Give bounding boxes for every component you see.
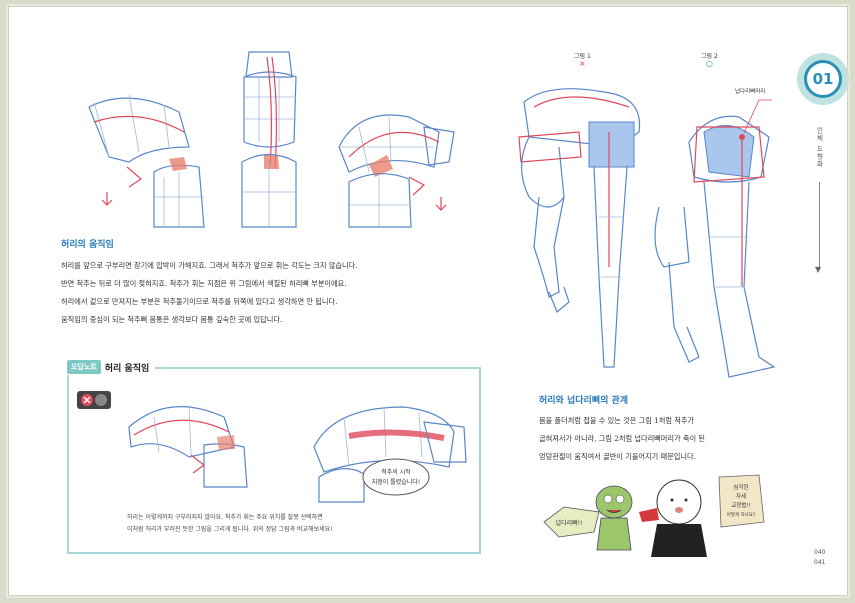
section-paragraph-waist: 허리를 앞으로 구부리면 장기에 압박이 가해지죠. 그래서 척추가 앞으로 휘… — [61, 257, 358, 329]
tip-speech-bubble: 척추의 시작 지점이 틀렸습니다! — [362, 458, 430, 496]
tip-title: 허리 움직임 — [104, 363, 150, 374]
down-arrow-icon: ▼ — [815, 265, 822, 274]
chapter-side-label: 인체 도형화 — [815, 127, 823, 168]
cartoon-bubble-line: 어떻게 하나요? — [727, 511, 756, 518]
paragraph-line: 움직임의 중심이 되는 척추뼈 몸통은 생각보다 몸통 깊숙한 곳에 있답니다. — [61, 315, 283, 324]
callout-arrow — [743, 99, 772, 134]
section-title-waist-movement: 허리의 움직임 — [61, 240, 114, 250]
bubble-line: 지점이 틀렸습니다! — [372, 478, 420, 486]
bubble-line: 척추의 시작 — [381, 468, 411, 476]
tip-paragraph: 허리는 이렇게까지 구부러지지 않아요. 척추가 휘는 주요 위치를 잘못 선택… — [127, 512, 333, 536]
torso-sketch-bend — [88, 94, 205, 228]
figure-1-mark: × — [579, 59, 586, 68]
figure-1-title: 그림 1 — [574, 53, 591, 60]
tip-sketch-wrong-2 — [313, 406, 467, 503]
figure-2-mark: ○ — [705, 59, 713, 68]
paragraph-line: 굽혀져서가 아니라, 그림 2처럼 넙다리뼈머리가 축이 된 — [539, 434, 706, 443]
tip-header: 오답노트 허리 움직임 — [67, 359, 156, 375]
paragraph-line: 허리를 앞으로 구부리면 장기에 압박이 가해지죠. 그래서 척추가 앞으로 휘… — [61, 261, 358, 270]
cartoon-bubble-line: 교정법!! — [731, 501, 751, 509]
chapter-badge: 01 — [797, 53, 849, 105]
callout-femoral-head: 넙다리뼈머리 — [735, 89, 766, 95]
wrong-mark-icon — [77, 391, 111, 409]
cartoon-scene: 넙다리뼈!! 심각한 자세 교정법!! 어떻게 하나요? — [543, 474, 765, 557]
paragraph-line: 몸을 폴더처럼 접을 수 있는 것은 그림 1처럼 척추가 — [539, 416, 695, 425]
torso-sketch-upright — [241, 51, 297, 228]
section-paragraph-femur: 몸을 폴더처럼 접을 수 있는 것은 그림 1처럼 척추가 굽혀져서가 아니라,… — [539, 412, 705, 466]
paragraph-line: 허리에서 겉으로 만져지는 부분은 척추돌기이므로 척추를 뒤쪽에 있다고 생각… — [61, 297, 338, 306]
side-divider — [819, 182, 820, 267]
figure-2-label: 그림 2 ○ — [701, 51, 718, 68]
cartoon-bubble-line: 자세 — [736, 492, 746, 500]
chapter-number: 01 — [804, 60, 842, 98]
paragraph-line: 엉덩관절이 움직여서 골반이 기울어지기 때문입니다. — [539, 452, 696, 461]
tip-line: 허리는 이렇게까지 구부러지지 않아요. 척추가 휘는 주요 위치를 잘못 선택… — [127, 514, 323, 521]
tip-box — [67, 367, 481, 554]
section-title-waist-femur: 허리와 넙다리뼈의 관계 — [539, 396, 629, 406]
tip-sketch-wrong-1 — [128, 404, 248, 488]
paragraph-line: 반면 척추는 뒤로 더 많이 젖혀지죠. 척추가 휘는 지점은 위 그림에서 색… — [61, 279, 347, 288]
page-number-left: 040 — [814, 549, 826, 556]
figure-1-bending-body — [518, 88, 641, 368]
cartoon-sign-text: 넙다리뼈!! — [556, 519, 583, 527]
tip-line: 이처럼 허리가 부러진 듯한 그림을 그리게 됩니다. 위의 정답 그림과 비교… — [127, 526, 333, 533]
page-number-right: 041 — [814, 559, 826, 566]
figure-2-title: 그림 2 — [701, 53, 718, 60]
book-page: 허리의 움직임 허리를 앞으로 구부리면 장기에 압박이 가해지죠. 그래서 척… — [8, 6, 849, 596]
tip-tag-badge: 오답노트 — [67, 360, 101, 374]
torso-sketch-arch — [338, 114, 455, 228]
cartoon-bubble-line: 심각한 — [733, 483, 748, 491]
figure-1-label: 그림 1 × — [574, 51, 591, 68]
figure-2-bending-body — [654, 115, 776, 378]
